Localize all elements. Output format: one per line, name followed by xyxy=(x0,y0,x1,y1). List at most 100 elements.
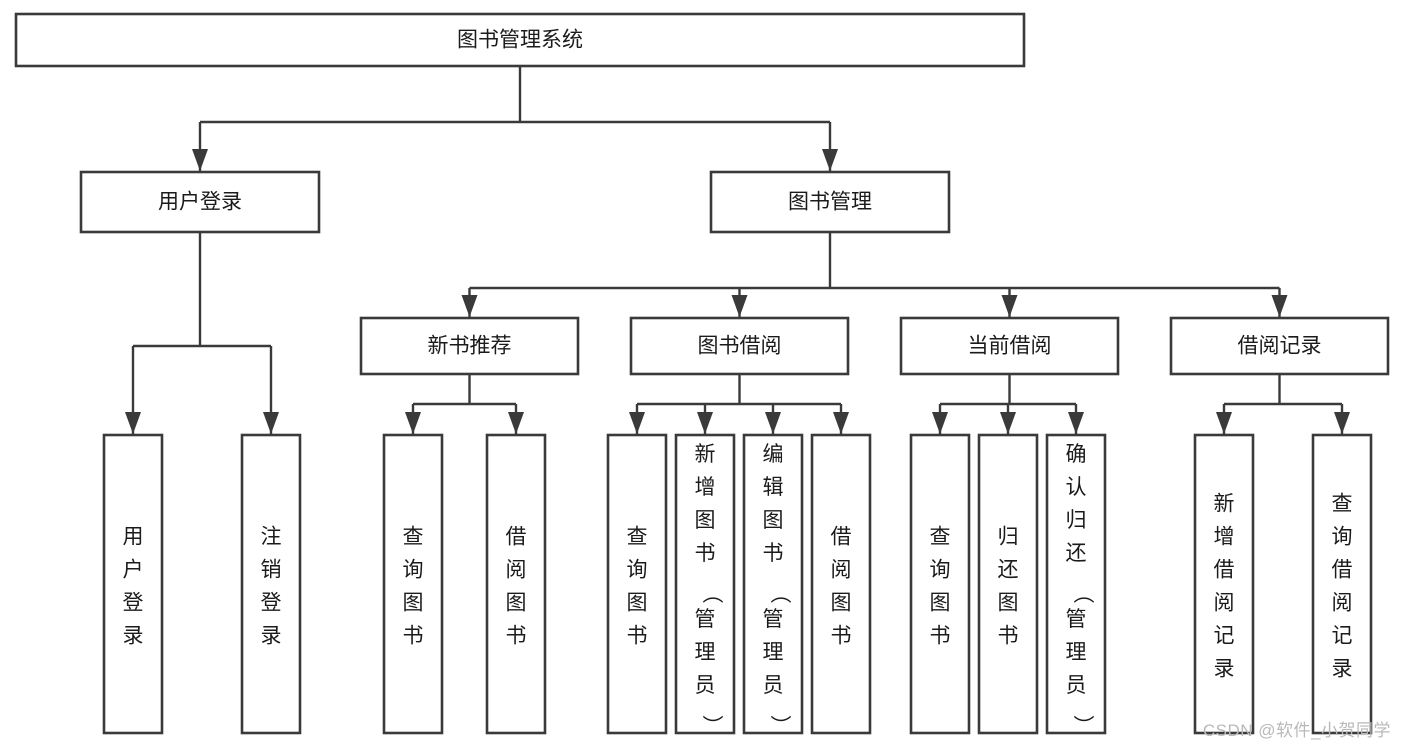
node-box[interactable] xyxy=(382,433,444,735)
node-label-glyph: 归 xyxy=(1066,509,1087,532)
node-box[interactable] xyxy=(810,433,872,735)
node-label-glyph: 阅 xyxy=(1214,592,1235,615)
node-box[interactable] xyxy=(909,433,971,735)
node-label-glyph: 询 xyxy=(1332,526,1353,549)
node-box[interactable] xyxy=(742,433,804,735)
arrow-head-icon xyxy=(125,412,141,434)
arrow-head-icon xyxy=(833,412,849,434)
node-label-glyph: 查 xyxy=(930,526,951,549)
node-label-glyph: （ xyxy=(768,583,791,604)
node-label-glyph: 图 xyxy=(930,592,951,615)
node-label: 图书管理系统 xyxy=(457,29,583,52)
node-label-glyph: 书 xyxy=(998,625,1019,648)
node-label-glyph: ） xyxy=(1071,715,1094,736)
node-label-glyph: 登 xyxy=(261,592,282,615)
node-label-glyph: 员 xyxy=(763,674,784,697)
node-root[interactable]: 图书管理系统 xyxy=(14,12,1026,68)
node-box[interactable] xyxy=(709,170,951,234)
node-box[interactable] xyxy=(14,12,1026,68)
node-label-glyph: 图 xyxy=(998,592,1019,615)
node-label-glyph: 理 xyxy=(763,641,784,664)
node-label-glyph: ） xyxy=(700,715,723,736)
node-box[interactable] xyxy=(1169,316,1390,376)
node-book-manage[interactable]: 图书管理 xyxy=(709,170,951,234)
node-label-glyph: 书 xyxy=(695,542,716,565)
node-label-glyph: 借 xyxy=(506,526,527,549)
node-label-glyph: 图 xyxy=(763,509,784,532)
arrow-head-icon xyxy=(697,412,713,434)
node-label-glyph: 用 xyxy=(123,526,144,549)
arrow-head-icon xyxy=(1334,412,1350,434)
node-box[interactable] xyxy=(1193,433,1255,735)
node-label-glyph: 书 xyxy=(763,542,784,565)
node-label-glyph: 编 xyxy=(763,443,784,466)
node-box[interactable] xyxy=(606,433,668,735)
node-box[interactable] xyxy=(485,433,547,735)
node-new-book-recommend[interactable]: 新书推荐 xyxy=(359,316,580,376)
node-label-glyph: 书 xyxy=(627,625,648,648)
node-label-glyph: 管 xyxy=(1066,608,1087,631)
node-label-glyph: 户 xyxy=(123,559,144,582)
node-label-glyph: 图 xyxy=(403,592,424,615)
arrow-head-icon xyxy=(405,412,421,434)
node-label: 用户登录 xyxy=(158,191,242,214)
arrow-head-icon xyxy=(629,412,645,434)
node-box[interactable] xyxy=(359,316,580,376)
node-box[interactable] xyxy=(899,316,1120,376)
node-book-borrow[interactable]: 图书借阅 xyxy=(629,316,850,376)
node-label-glyph: 图 xyxy=(831,592,852,615)
node-label-glyph: 阅 xyxy=(831,559,852,582)
arrow-head-icon xyxy=(1001,295,1018,317)
node-label-glyph: 录 xyxy=(1214,658,1235,681)
node-label-glyph: 录 xyxy=(1332,658,1353,681)
node-label-glyph: 新 xyxy=(1214,493,1235,516)
node-box[interactable] xyxy=(79,170,321,234)
node-label: 图书管理 xyxy=(788,191,872,214)
node-box[interactable] xyxy=(674,433,736,735)
arrow-head-icon xyxy=(932,412,948,434)
node-label-glyph: 书 xyxy=(403,625,424,648)
node-label-glyph: 阅 xyxy=(1332,592,1353,615)
node-label-glyph: 询 xyxy=(930,559,951,582)
node-label: 图书借阅 xyxy=(698,335,782,358)
node-box[interactable] xyxy=(102,433,164,735)
node-label-glyph: 员 xyxy=(695,674,716,697)
node-current-borrow[interactable]: 当前借阅 xyxy=(899,316,1120,376)
arrow-head-icon xyxy=(1216,412,1232,434)
node-leaf-user-login[interactable]: 用户登录 xyxy=(102,433,164,735)
node-label-glyph: 询 xyxy=(627,559,648,582)
node-box[interactable] xyxy=(629,316,850,376)
node-box[interactable] xyxy=(1045,433,1107,735)
node-label-glyph: 记 xyxy=(1214,625,1235,648)
node-label-glyph: 录 xyxy=(261,625,282,648)
node-label-glyph: 归 xyxy=(998,526,1019,549)
node-label-glyph: 辑 xyxy=(763,476,784,499)
node-label-glyph: 确 xyxy=(1066,443,1087,466)
node-box[interactable] xyxy=(977,433,1039,735)
node-label: 当前借阅 xyxy=(968,335,1052,358)
node-label-glyph: 书 xyxy=(930,625,951,648)
node-label-glyph: 借 xyxy=(831,526,852,549)
node-label-glyph: 借 xyxy=(1332,559,1353,582)
node-label-glyph: 理 xyxy=(695,641,716,664)
node-label-glyph: 管 xyxy=(695,608,716,631)
node-box[interactable] xyxy=(240,433,302,735)
arrow-head-icon xyxy=(461,295,478,317)
node-label-glyph: （ xyxy=(1071,583,1094,604)
node-user-login[interactable]: 用户登录 xyxy=(79,170,321,234)
node-borrow-record[interactable]: 借阅记录 xyxy=(1169,316,1390,376)
node-box[interactable] xyxy=(1311,433,1373,735)
